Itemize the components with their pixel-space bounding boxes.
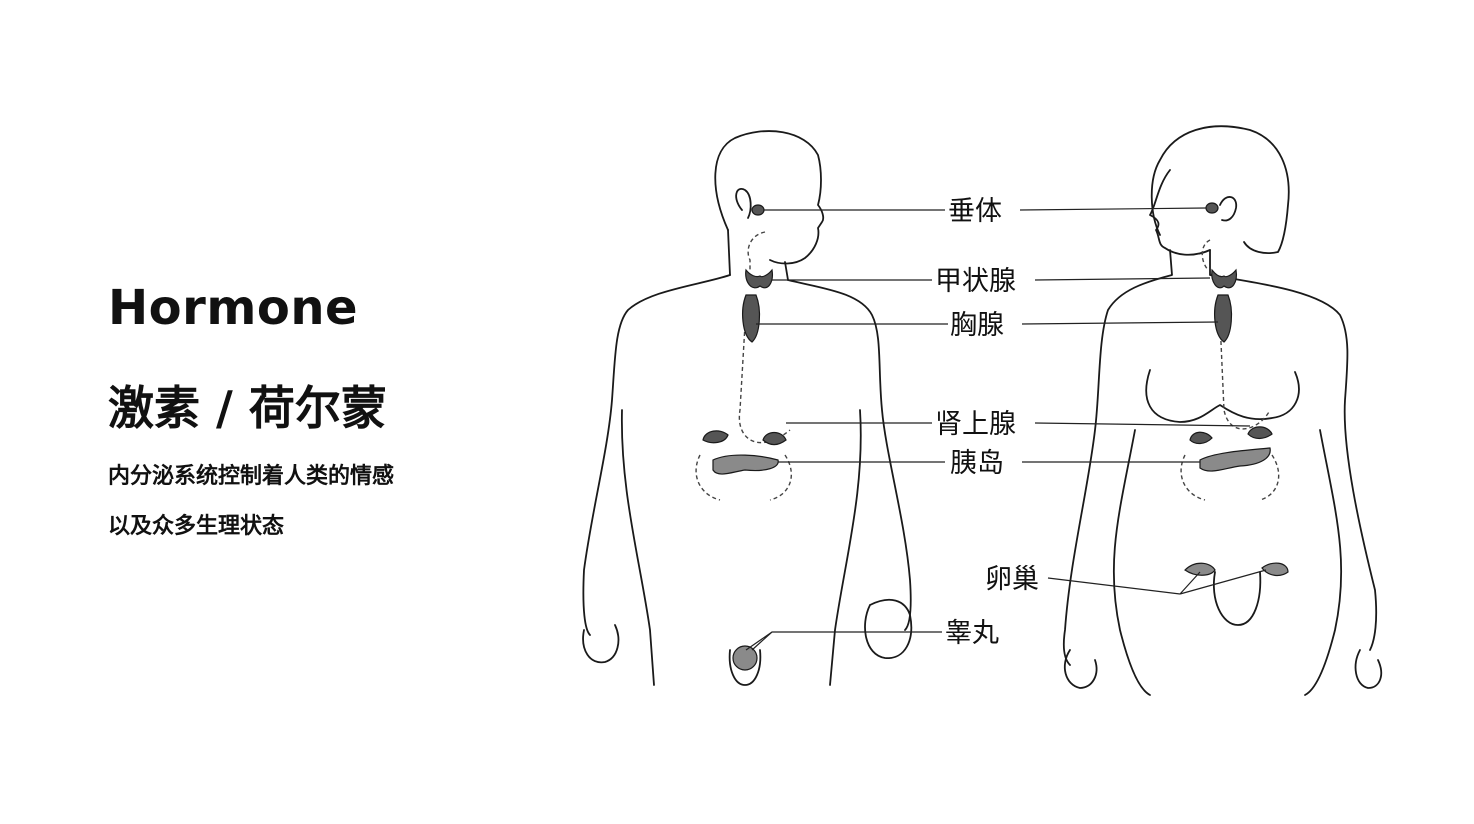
female-kidneys	[1180, 454, 1280, 501]
female-pituitary	[1205, 202, 1219, 214]
male-pituitary	[751, 204, 765, 216]
title-chinese: 激素 / 荷尔蒙	[108, 381, 387, 435]
female-adrenal-right	[1247, 426, 1273, 440]
male-head	[714, 130, 825, 265]
female-left-hand	[1063, 649, 1098, 689]
male-kidneys	[695, 454, 793, 501]
female-figure	[1062, 125, 1382, 696]
male-pancreas	[712, 454, 779, 475]
male-groin	[728, 649, 762, 686]
label-pancreatic-islet: 胰岛	[950, 448, 1004, 479]
female-adrenal-left	[1189, 431, 1213, 445]
female-face	[1149, 169, 1211, 256]
female-ear	[1219, 196, 1238, 222]
organ-labels: 垂体 甲状腺 胸腺 肾上腺 胰岛 卵巢 睾丸	[935, 196, 1039, 649]
female-ovaries	[1184, 562, 1289, 577]
leader-adrenal-female	[1034, 422, 1251, 427]
male-ear	[735, 188, 752, 219]
leader-ovaries	[1047, 569, 1267, 595]
male-testis	[732, 645, 758, 671]
leader-thyroid-female	[1034, 277, 1211, 281]
female-pancreas	[1199, 447, 1271, 472]
leader-pituitary-female	[1019, 207, 1207, 211]
title-english: Hormone	[108, 280, 359, 336]
female-torso	[1062, 249, 1378, 696]
label-ovary: 卵巢	[985, 564, 1039, 595]
label-adrenal: 肾上腺	[935, 409, 1016, 440]
female-uterus	[1213, 571, 1262, 626]
leader-testis	[745, 631, 942, 651]
male-torso	[582, 274, 912, 686]
male-adrenal-right	[762, 431, 787, 446]
label-thymus: 胸腺	[950, 310, 1004, 341]
female-right-hand	[1354, 649, 1382, 689]
male-left-hand	[582, 624, 620, 664]
female-head	[1150, 125, 1290, 255]
endocrine-diagram: 垂体 甲状腺 胸腺 肾上腺 胰岛 卵巢 睾丸	[560, 110, 1420, 710]
leader-lines	[745, 207, 1267, 651]
female-thyroid	[1211, 268, 1237, 289]
male-figure	[582, 130, 913, 686]
label-testis: 睾丸	[945, 618, 999, 649]
female-tract	[1201, 239, 1271, 430]
male-neck	[727, 229, 789, 281]
description-line-2: 以及众多生理状态	[108, 514, 285, 539]
male-thyroid	[745, 268, 773, 289]
endocrine-diagram-svg: 垂体 甲状腺 胸腺 肾上腺 胰岛 卵巢 睾丸	[582, 125, 1382, 696]
description-line-1: 内分泌系统控制着人类的情感	[108, 464, 395, 489]
label-pituitary: 垂体	[948, 196, 1002, 227]
male-thymus	[742, 294, 761, 343]
male-right-hand	[864, 598, 913, 659]
male-adrenal-left	[702, 430, 729, 444]
label-thyroid: 甲状腺	[935, 266, 1016, 297]
leader-thymus-female	[1021, 321, 1219, 325]
female-thymus	[1214, 294, 1233, 343]
